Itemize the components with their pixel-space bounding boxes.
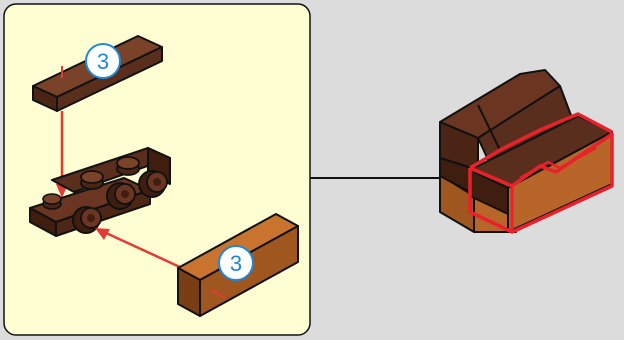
side-stud [106,182,136,210]
side-stud [138,170,168,198]
dark-brown-tile [32,35,163,112]
stud [42,193,62,210]
new-parts-highlight [468,112,614,234]
placement-arrow-diagonal [95,228,183,270]
stud [116,156,140,176]
quantity-badge-top: 3 [85,43,121,79]
stud [80,170,104,190]
assembled-model [439,69,614,234]
side-stud [72,206,102,234]
quantity-label: 3 [97,49,109,74]
bracket-plate-with-studs [29,147,171,237]
quantity-badge-bottom: 3 [218,245,254,281]
quantity-label: 3 [230,251,242,276]
